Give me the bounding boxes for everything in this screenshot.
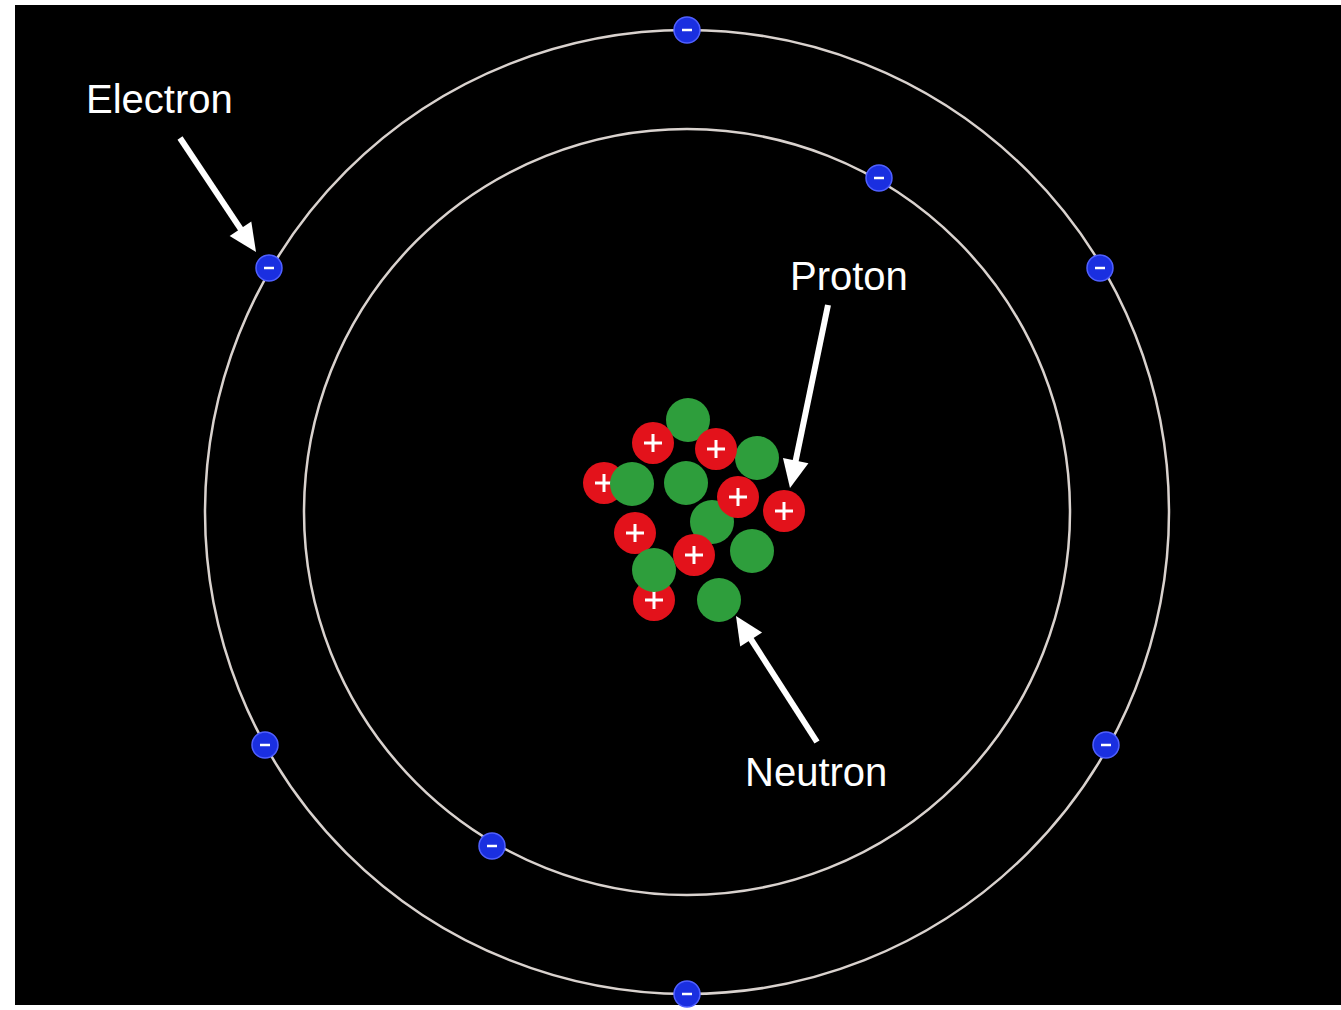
- proton-particle: [614, 512, 656, 554]
- electron-shell: [205, 30, 1169, 994]
- arrow-head: [736, 616, 762, 647]
- neutron-particle: [610, 462, 654, 506]
- plus-symbol: [729, 488, 747, 506]
- neutron-particle: [735, 436, 779, 480]
- plus-symbol: [626, 524, 644, 542]
- electron-body: [1093, 732, 1119, 758]
- arrow-head: [230, 221, 256, 252]
- electron-particle: [479, 833, 505, 859]
- plus-symbol: [685, 546, 703, 564]
- part-label: Proton: [790, 253, 908, 299]
- electron-body: [674, 981, 700, 1007]
- electron-particle: [866, 165, 892, 191]
- electron-particle: [674, 17, 700, 43]
- electron-body: [674, 17, 700, 43]
- proton-particle: [632, 422, 674, 464]
- particle-body: [735, 436, 779, 480]
- plus-symbol: [707, 440, 725, 458]
- electron-body: [866, 165, 892, 191]
- electron-body: [1087, 255, 1113, 281]
- particle-body: [610, 462, 654, 506]
- minus-symbol: [1095, 267, 1105, 270]
- particle-body: [717, 476, 759, 518]
- electron-particle: [252, 732, 278, 758]
- minus-symbol: [874, 177, 884, 180]
- part-label: Neutron: [745, 749, 887, 795]
- electron-particle: [674, 981, 700, 1007]
- electron-shell: [304, 129, 1070, 895]
- particle-body: [673, 534, 715, 576]
- neutron-particle: [730, 529, 774, 573]
- proton-particle: [717, 476, 759, 518]
- leader-arrow: [180, 138, 242, 230]
- neutron-particle: [664, 461, 708, 505]
- particle-body: [697, 578, 741, 622]
- plus-symbol: [644, 434, 662, 452]
- particle-body: [730, 529, 774, 573]
- arrow-head: [783, 458, 808, 488]
- neutron-particle: [697, 578, 741, 622]
- particle-body: [632, 548, 676, 592]
- particle-body: [763, 490, 805, 532]
- neutron-particle: [632, 548, 676, 592]
- leader-arrow: [795, 305, 828, 463]
- proton-particle: [673, 534, 715, 576]
- plus-symbol: [775, 502, 793, 520]
- leader-arrow: [750, 638, 817, 742]
- background-panel: [15, 5, 1341, 1005]
- proton-particle: [763, 490, 805, 532]
- minus-symbol: [682, 993, 692, 996]
- minus-symbol: [264, 267, 274, 270]
- particle-body: [695, 428, 737, 470]
- part-label: Electron: [86, 76, 233, 122]
- minus-symbol: [682, 29, 692, 32]
- particle-body: [614, 512, 656, 554]
- plus-symbol: [645, 591, 663, 609]
- minus-symbol: [1101, 744, 1111, 747]
- particle-body: [664, 461, 708, 505]
- proton-particle: [695, 428, 737, 470]
- electron-particle: [1087, 255, 1113, 281]
- electron-body: [256, 255, 282, 281]
- minus-symbol: [260, 744, 270, 747]
- minus-symbol: [487, 845, 497, 848]
- electron-particle: [256, 255, 282, 281]
- particle-body: [632, 422, 674, 464]
- electron-body: [252, 732, 278, 758]
- electron-particle: [1093, 732, 1119, 758]
- electron-body: [479, 833, 505, 859]
